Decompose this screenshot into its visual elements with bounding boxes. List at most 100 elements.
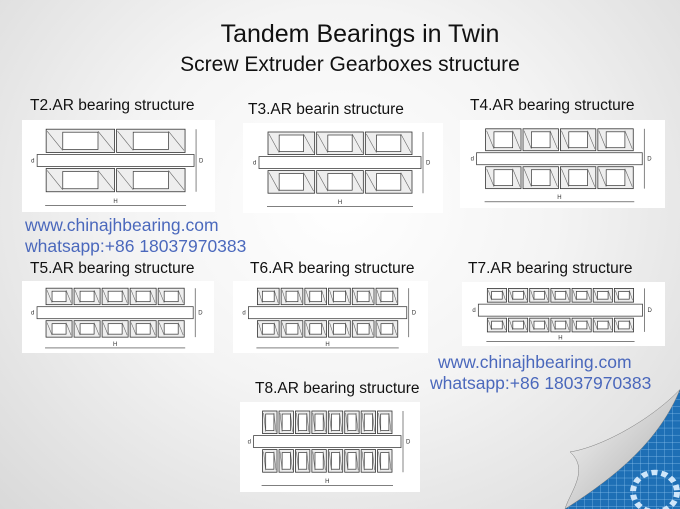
dimension-label-h: H [558,336,562,342]
hatch [593,290,598,301]
dimension-label-d: d [471,157,474,163]
hatch [339,412,343,432]
hatch [355,412,359,432]
hatch [587,130,596,149]
roller [605,169,626,186]
roller [554,320,567,330]
dimension-label-D: D [426,161,431,167]
roller [618,291,630,300]
hatch [281,322,287,336]
hatch [615,320,619,331]
hatch [488,320,492,331]
hatch [593,320,598,331]
roller [512,320,524,330]
roller [356,290,370,303]
hatch [400,133,412,153]
dimension-label-d: d [242,311,245,317]
hatch [177,290,184,303]
roller [380,452,390,470]
hatch [305,290,311,303]
t2-label: T2.AR bearing structure [30,97,195,114]
watermark-website: www.chinajhbearing.com [438,352,632,372]
hatch [312,451,316,471]
hatch [281,290,287,303]
hatch [168,131,185,151]
hatch [290,451,293,471]
roller [135,290,151,303]
hatch [263,412,267,432]
hatch [46,290,53,303]
roller [261,290,275,303]
hatch [273,412,277,432]
hatch [93,290,100,303]
roller [298,413,308,431]
hatch [74,322,81,336]
hatch [46,322,53,336]
roller [327,173,353,191]
hatch [628,290,633,301]
hatch [378,451,381,471]
hatch [501,290,506,301]
roller [62,131,99,150]
hatch [488,290,492,301]
roller [575,320,588,330]
roller [356,323,370,335]
hatch [486,168,495,187]
roller [568,169,588,186]
hatch [321,322,326,336]
hatch [279,412,283,432]
roller [309,290,322,303]
shaft [253,435,402,448]
hatch [317,133,329,153]
hatch [530,320,535,331]
roller [265,413,275,431]
hatch [345,451,349,471]
hatch [102,322,109,336]
hatch [549,130,558,149]
hatch [263,451,267,471]
hatch [273,451,277,471]
hatch [565,320,570,331]
roller [107,290,123,303]
roller [531,169,551,186]
hatch [317,172,329,192]
roller [493,169,514,186]
roller [347,413,357,431]
hatch [565,290,570,301]
hatch [273,290,279,303]
dimension-label-h: H [557,195,561,201]
roller [163,290,179,303]
hatch [624,168,633,187]
watermark-whatsapp: whatsapp:+86 18037970383 [430,373,652,393]
hatch [258,322,263,336]
hatch [523,168,532,187]
dimension-label-h: H [113,342,117,348]
dimension-label-D: D [648,308,653,314]
hatch [376,290,382,303]
roller [347,452,357,470]
hatch [177,322,184,336]
hatch [523,320,527,331]
dimension-label-D: D [412,311,417,317]
roller [331,452,340,470]
page-curl-gear-graphic [564,389,680,509]
hatch [392,290,398,303]
hatch [345,290,350,303]
hatch [121,290,128,303]
hatch [549,168,558,187]
hatch [353,322,358,336]
roller [51,323,67,335]
roller [531,131,551,149]
roller [333,323,346,335]
roller [132,131,169,150]
hatch [339,451,343,471]
hatch [345,412,349,432]
roller [533,320,545,330]
shaft [258,156,422,169]
roller [163,323,179,335]
hatch [561,130,570,149]
